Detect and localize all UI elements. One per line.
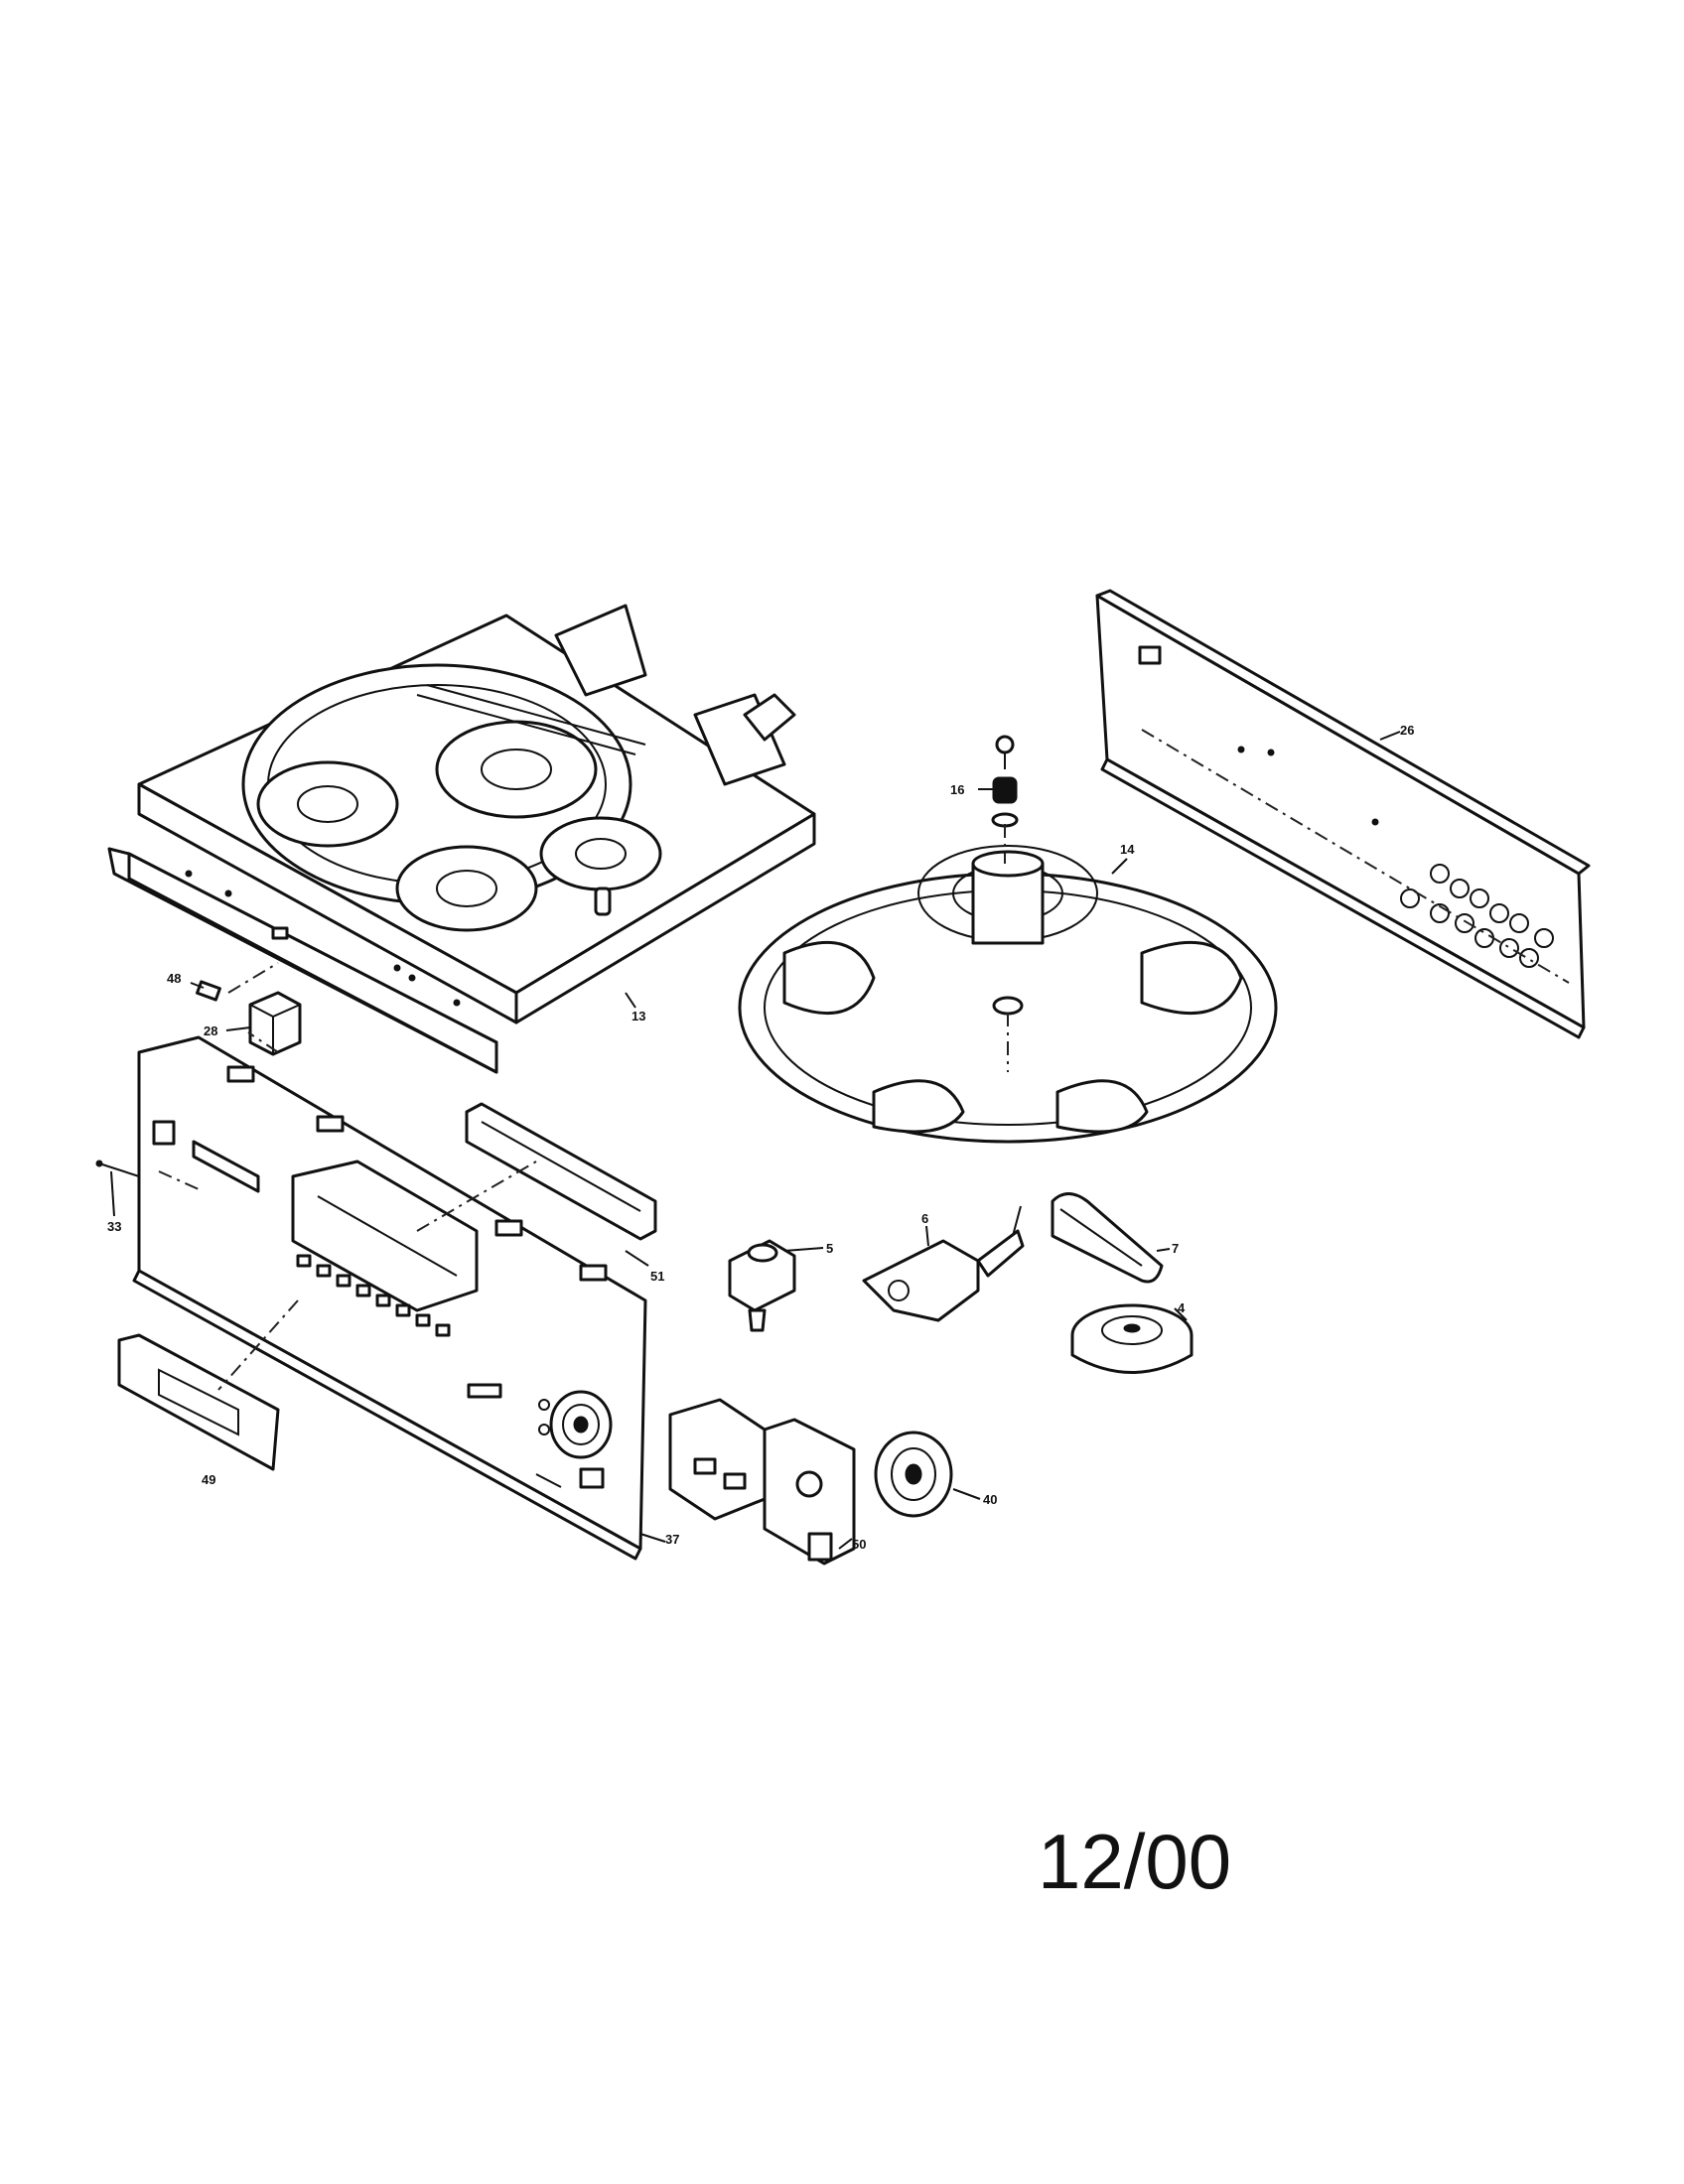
callout-50: 50 (852, 1537, 866, 1552)
callout-33: 33 (107, 1219, 121, 1234)
key-pcb-assembly (668, 1398, 856, 1566)
control-knob (874, 1431, 953, 1518)
callout-leaders (110, 731, 1401, 1550)
transformer-block (248, 991, 302, 1056)
callout-5: 5 (826, 1241, 833, 1256)
callout-4: 4 (1178, 1300, 1186, 1315)
button-strip (465, 1102, 657, 1241)
callout-37: 37 (665, 1532, 679, 1547)
callout-48: 48 (167, 971, 181, 986)
spring-and-screw (991, 735, 1019, 864)
small-clip (196, 980, 221, 1002)
callout-13: 13 (632, 1009, 645, 1024)
callout-6: 6 (921, 1211, 928, 1226)
screw-33 (95, 1160, 140, 1177)
chassis-assembly (107, 604, 816, 1074)
assembly-dashed-lines (158, 729, 1570, 1391)
rear-panel (1095, 589, 1591, 1039)
motor-pulley (1070, 1303, 1193, 1374)
front-panel-button-row (296, 1254, 451, 1337)
callout-16: 16 (950, 782, 964, 797)
revision-date: 12/00 (1038, 1818, 1232, 1905)
callout-40: 40 (983, 1492, 997, 1507)
small-motor (728, 1239, 796, 1332)
drive-belt (1051, 1192, 1164, 1284)
callout-7: 7 (1172, 1241, 1179, 1256)
lever-bracket (862, 1205, 1025, 1322)
callout-51: 51 (650, 1269, 664, 1284)
callout-26: 26 (1400, 723, 1414, 738)
callout-28: 28 (204, 1024, 217, 1038)
callout-49: 49 (202, 1472, 215, 1487)
display-lens (117, 1333, 280, 1471)
carousel-tray (738, 845, 1278, 1144)
front-panel (132, 1035, 647, 1561)
callout-14: 14 (1120, 842, 1135, 857)
callout-labels: 4 5 6 7 13 14 16 26 28 33 37 40 48 49 50… (107, 723, 1414, 1552)
